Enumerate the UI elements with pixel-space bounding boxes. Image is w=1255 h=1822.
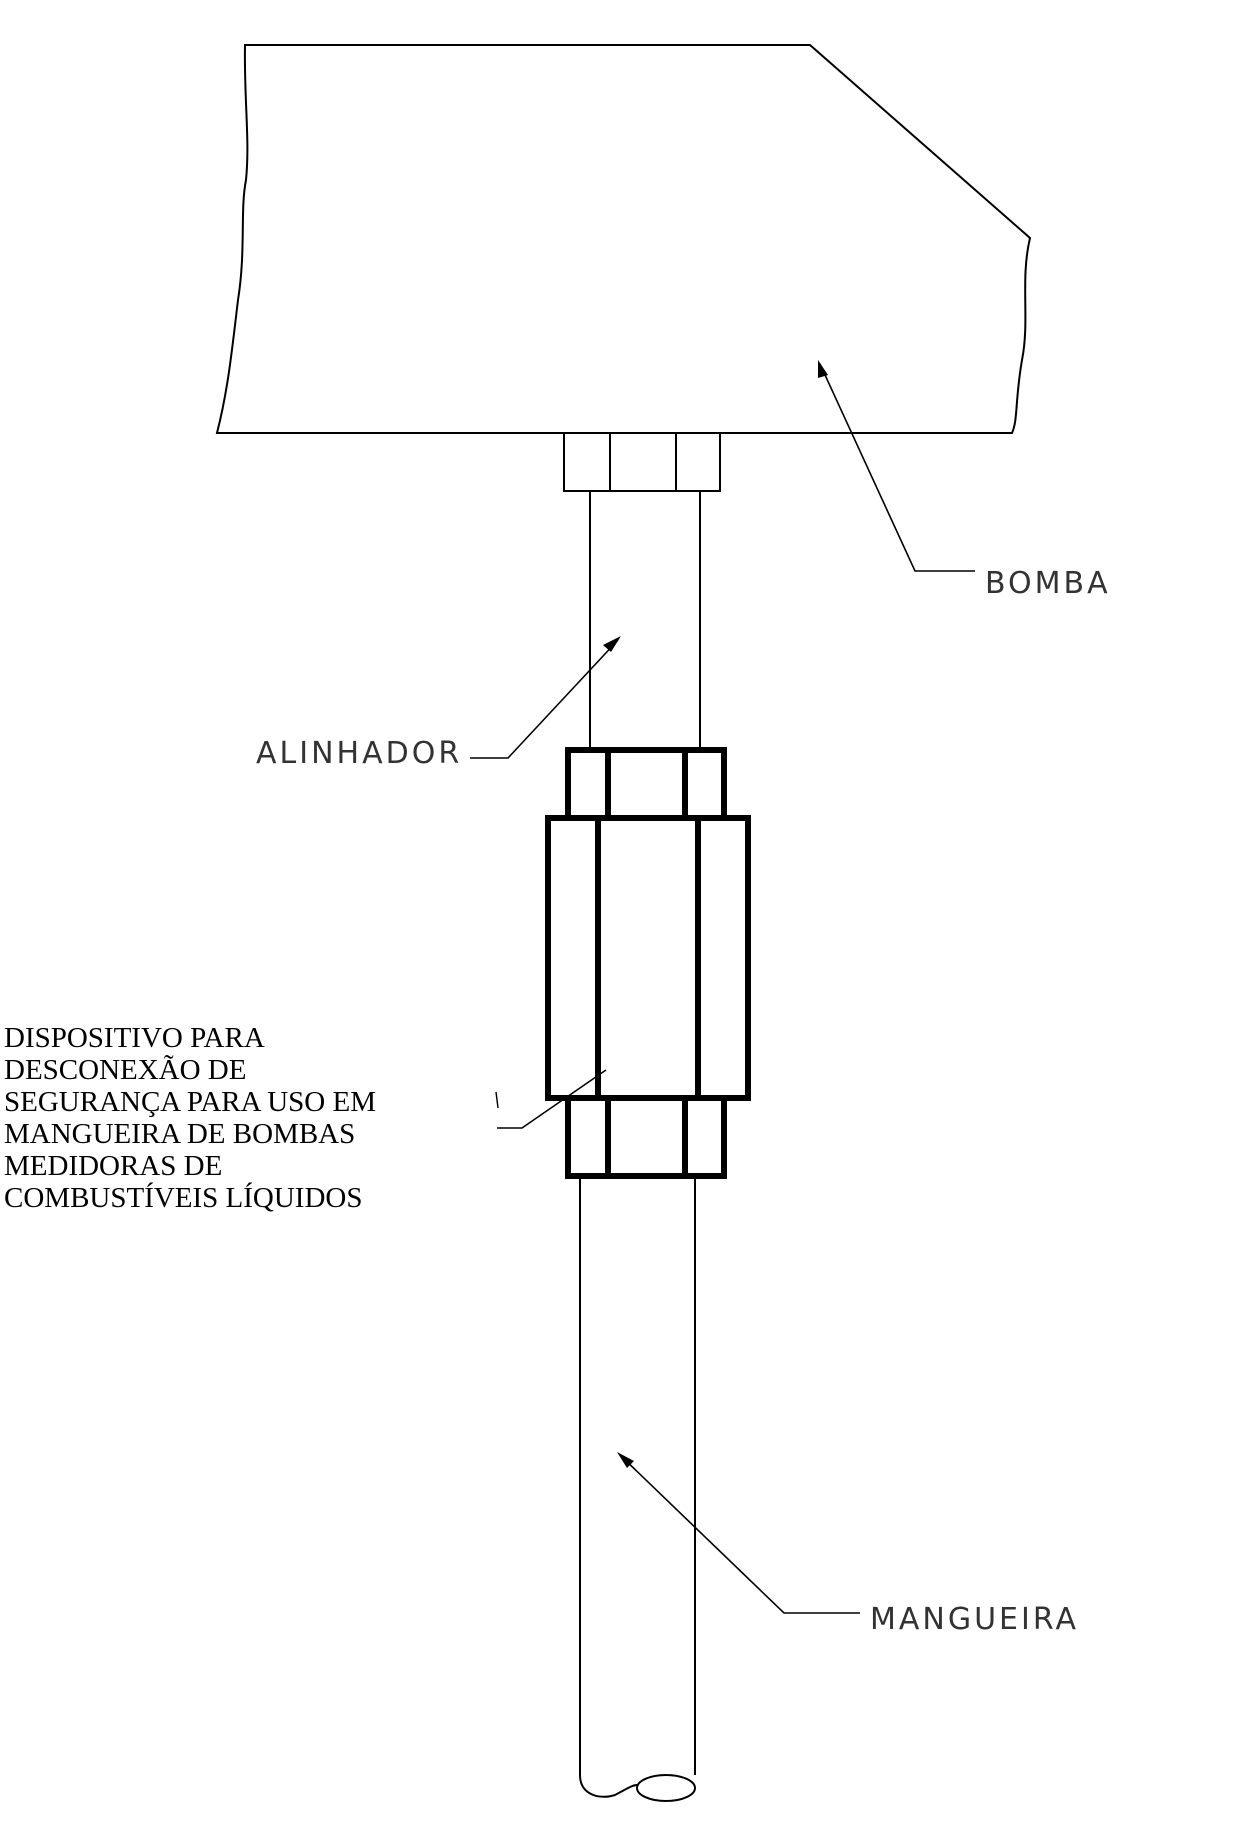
bomba-label: BOMBA <box>985 566 1111 601</box>
device-label-line: COMBUSTÍVEIS LÍQUIDOS <box>4 1182 363 1214</box>
device-label-line: DESCONEXÃO DE <box>4 1054 247 1086</box>
aligner-tube <box>589 491 701 750</box>
breakaway-device <box>545 747 751 1179</box>
pump-body <box>215 44 1032 434</box>
device-description-label: DISPOSITIVO PARA DESCONEXÃO DE SEGURANÇA… <box>4 1022 474 1214</box>
leader-mangueira <box>617 1452 860 1614</box>
device-label-line: MEDIDORAS DE <box>4 1150 223 1182</box>
leader-device <box>495 1069 607 1129</box>
mangueira-label: MANGUEIRA <box>870 1602 1079 1637</box>
leader-alinhador <box>470 636 621 759</box>
device-label-line: MANGUEIRA DE BOMBAS <box>4 1118 356 1150</box>
leader-bomba <box>818 360 975 572</box>
device-label-line: SEGURANÇA PARA USO EM <box>4 1086 377 1118</box>
upper-fitting <box>563 432 721 492</box>
alinhador-label: ALINHADOR <box>256 736 462 771</box>
hose <box>579 1176 696 1802</box>
device-label-line: DISPOSITIVO PARA <box>4 1022 265 1054</box>
